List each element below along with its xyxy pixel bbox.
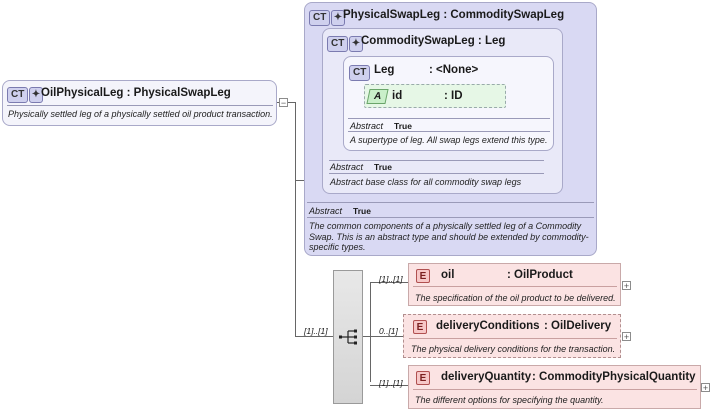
commodity-swap-leg-divider (329, 160, 544, 161)
attribute-id[interactable]: A id : ID (364, 84, 506, 108)
physical-swap-leg-abstract-label: Abstract (309, 206, 343, 216)
base-type-connector (295, 180, 305, 181)
oil-cardinality: [1]..[1] (379, 274, 403, 284)
root-divider (7, 105, 273, 106)
complex-type-icon-mark: ✦ (348, 35, 364, 52)
element-delivery-quantity-description: The different options for specifying the… (415, 395, 604, 405)
delivery-conditions-connector (370, 336, 404, 337)
element-icon: E (413, 320, 427, 334)
collapse-minus-icon[interactable]: − (279, 98, 288, 108)
sequence-out-connector (362, 336, 371, 337)
commodity-swap-leg-description: Abstract base class for all commodity sw… (330, 177, 522, 187)
physical-swap-leg-divider (307, 202, 594, 203)
element-oil-description: The specification of the oil product to … (415, 293, 616, 303)
sequence-icon (339, 329, 357, 345)
leg-type[interactable]: CT Leg : <None> A id : ID Abstract True … (343, 56, 554, 151)
complex-type-icon: CT (327, 35, 349, 52)
complex-type-icon: CT (7, 86, 29, 103)
physical-swap-leg-title: PhysicalSwapLeg : CommoditySwapLeg (343, 9, 565, 21)
commodity-swap-leg-type[interactable]: CT ✦ CommoditySwapLeg : Leg CT Leg : <No… (322, 28, 563, 194)
attribute-icon: A (366, 89, 389, 104)
physical-swap-leg-abstract-value: True (353, 206, 371, 216)
element-icon: E (416, 371, 430, 385)
complex-type-icon-mark: ✦ (330, 9, 346, 26)
attribute-name: id (392, 90, 403, 102)
root-description: Physically settled leg of a physically s… (8, 109, 273, 119)
physical-swap-leg-divider-2 (307, 217, 594, 218)
root-title: OilPhysicalLeg : PhysicalSwapLeg (41, 87, 231, 99)
commodity-swap-leg-abstract-label: Abstract (330, 162, 364, 172)
leg-title-name: Leg (374, 64, 395, 76)
element-delivery-conditions-type: : OilDelivery (544, 320, 612, 332)
sequence-branch-vertical (370, 282, 371, 382)
element-delivery-quantity-divider (413, 389, 697, 390)
commodity-swap-leg-divider-2 (329, 173, 544, 174)
oil-connector (370, 282, 408, 283)
element-oil-type: : OilProduct (507, 269, 573, 281)
sequence-compositor[interactable] (333, 270, 363, 404)
element-delivery-quantity-name: deliveryQuantity (441, 371, 532, 383)
element-oil-divider (413, 286, 617, 287)
leg-abstract-label: Abstract (350, 121, 384, 131)
main-vertical-connector (295, 102, 296, 336)
physical-swap-leg-type[interactable]: CT ✦ PhysicalSwapLeg : CommoditySwapLeg … (304, 2, 597, 256)
attribute-type: : ID (444, 90, 463, 102)
complex-type-icon-mark: ✦ (28, 86, 44, 103)
expand-plus-icon[interactable]: + (622, 332, 631, 342)
leg-divider-2 (348, 131, 550, 132)
element-oil[interactable]: E oil : OilProduct The specification of … (408, 263, 621, 306)
leg-description: A supertype of leg. All swap legs extend… (350, 135, 548, 145)
expand-plus-icon[interactable]: + (701, 383, 710, 393)
delivery-quantity-cardinality: [1]..[1] (379, 378, 403, 388)
leg-title-type: : <None> (429, 64, 479, 76)
element-delivery-conditions[interactable]: E deliveryConditions : OilDelivery The p… (403, 314, 621, 358)
element-delivery-conditions-name: deliveryConditions (436, 320, 540, 332)
complex-type-icon: CT (309, 9, 331, 26)
complex-type-icon: CT (349, 64, 371, 81)
delivery-conditions-cardinality: 0..[1] (379, 326, 398, 336)
element-delivery-conditions-divider (409, 338, 617, 339)
element-delivery-quantity[interactable]: E deliveryQuantity : CommodityPhysicalQu… (408, 365, 701, 409)
commodity-swap-leg-abstract-value: True (374, 162, 392, 172)
leg-abstract-value: True (394, 121, 412, 131)
sequence-cardinality: [1]..[1] (304, 326, 328, 336)
root-complex-type[interactable]: CT ✦ OilPhysicalLeg : PhysicalSwapLeg Ph… (2, 80, 277, 126)
element-oil-name: oil (441, 269, 455, 281)
element-icon: E (416, 269, 430, 283)
expand-plus-icon[interactable]: + (622, 281, 631, 291)
physical-swap-leg-description: The common components of a physically se… (309, 221, 589, 252)
element-delivery-quantity-type: : CommodityPhysicalQuantity (532, 371, 696, 383)
element-delivery-conditions-description: The physical delivery conditions for the… (411, 344, 616, 354)
commodity-swap-leg-title: CommoditySwapLeg : Leg (361, 35, 506, 47)
sequence-connector (295, 336, 333, 337)
leg-divider (348, 118, 550, 119)
delivery-quantity-connector (370, 385, 408, 386)
